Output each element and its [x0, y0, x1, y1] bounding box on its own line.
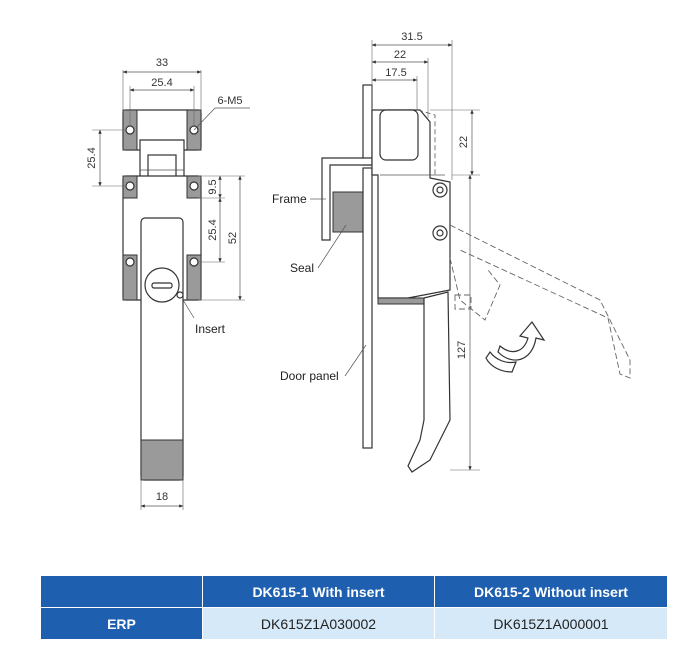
technical-drawing: 33 25.4 6-M5 25.4 9.5 25.4 52 18 Insert: [86, 31, 631, 510]
table-row: ERP DK615Z1A030002 DK615Z1A000001: [40, 607, 668, 640]
dim-25-4-right: 25.4: [207, 219, 219, 240]
side-view: 31.5 22 17.5 22 127 Frame Seal Door pane…: [272, 31, 631, 473]
dim-25-4-left: 25.4: [86, 147, 98, 168]
label-seal: Seal: [290, 261, 314, 275]
dim-33: 33: [156, 57, 168, 69]
front-view: 33 25.4 6-M5 25.4 9.5 25.4 52 18 Insert: [86, 57, 250, 510]
dim-25-4-top: 25.4: [151, 77, 172, 89]
spec-table: DK615-1 With insert DK615-2 Without inse…: [40, 575, 668, 640]
label-insert: Insert: [195, 322, 226, 336]
table-header-without-insert: DK615-2 Without insert: [434, 575, 668, 608]
table-cell-with-insert: DK615Z1A030002: [202, 607, 435, 640]
table-row-label-erp: ERP: [40, 607, 203, 640]
dim-22-right: 22: [458, 136, 470, 148]
label-frame: Frame: [272, 192, 307, 206]
dim-127: 127: [456, 341, 468, 359]
dim-52: 52: [227, 232, 239, 244]
dim-22-top: 22: [394, 49, 406, 61]
label-door-panel: Door panel: [280, 369, 339, 383]
table-header-with-insert: DK615-1 With insert: [202, 575, 435, 608]
dim-18: 18: [156, 491, 168, 503]
dim-31-5: 31.5: [401, 31, 422, 43]
table-cell-without-insert: DK615Z1A000001: [434, 607, 668, 640]
dim-6-m5: 6-M5: [217, 95, 242, 107]
table-header-row: DK615-1 With insert DK615-2 Without inse…: [40, 575, 668, 608]
dim-17-5: 17.5: [385, 67, 406, 79]
table-header-blank: [40, 575, 203, 608]
dim-9-5: 9.5: [207, 179, 219, 194]
